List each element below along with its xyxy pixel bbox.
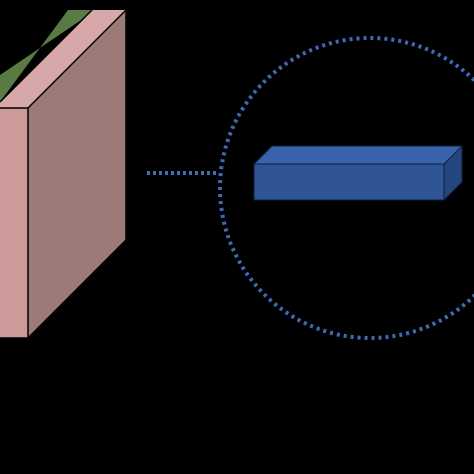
slab-front-face bbox=[0, 108, 28, 338]
bar-top-face bbox=[254, 146, 462, 164]
slab-edge-top bbox=[27, 8, 127, 339]
slab-layer-divider bbox=[0, 9, 93, 103]
bar-outline bbox=[253, 145, 463, 201]
slab-top-pink-face bbox=[0, 10, 126, 108]
bar-front-face bbox=[254, 164, 444, 200]
slab-outline bbox=[0, 107, 29, 339]
slab-side-face bbox=[28, 10, 126, 338]
dotted-zoom-circle bbox=[218, 36, 474, 340]
